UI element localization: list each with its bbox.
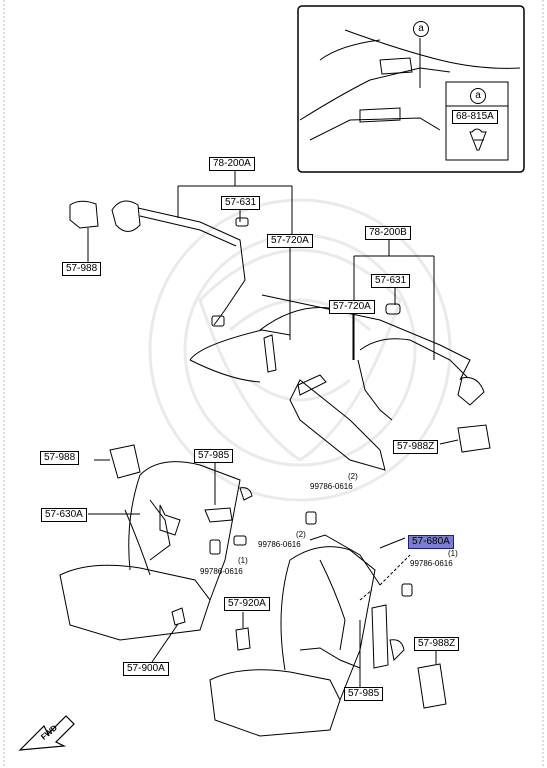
bolt-right bbox=[401, 583, 413, 597]
bracket-78-200A bbox=[177, 169, 293, 234]
bracket-78-200B bbox=[353, 238, 435, 360]
bolt-mid bbox=[305, 511, 317, 525]
part-label-57-720A-left[interactable]: 57-720A bbox=[267, 234, 313, 248]
anchor-57-900A bbox=[171, 607, 186, 626]
part-label-57-988-mid[interactable]: 57-988 bbox=[40, 451, 80, 465]
fwd-arrow-icon bbox=[18, 715, 75, 751]
bolt-left-2 bbox=[233, 535, 247, 546]
inset-callout-a: a bbox=[413, 21, 429, 37]
bolt-code-mid: 99786-0616 bbox=[258, 540, 301, 549]
part-label-57-680A[interactable]: 57-680A bbox=[408, 535, 454, 549]
bolt-left-1 bbox=[209, 539, 221, 555]
cover-57-988Z-top bbox=[457, 424, 491, 453]
part-label-57-988Z-top[interactable]: 57-988Z bbox=[393, 440, 439, 454]
part-label-57-630A[interactable]: 57-630A bbox=[41, 508, 87, 522]
clip-callout-a: a bbox=[470, 88, 486, 104]
front-seat-left bbox=[59, 461, 253, 641]
part-label-78-200A[interactable]: 78-200A bbox=[209, 157, 255, 171]
cover-57-988-mid bbox=[109, 444, 141, 479]
part-label-57-920A[interactable]: 57-920A bbox=[224, 597, 270, 611]
cover-57-988-top bbox=[69, 200, 99, 229]
bolt-qty-right: (1) bbox=[448, 549, 458, 558]
part-label-57-985-bottom[interactable]: 57-985 bbox=[344, 687, 384, 701]
part-label-57-988Z-bottom[interactable]: 57-988Z bbox=[414, 637, 460, 651]
part-label-57-900A[interactable]: 57-900A bbox=[123, 662, 169, 676]
part-label-57-720A-right[interactable]: 57-720A bbox=[329, 300, 375, 314]
part-label-57-631-right[interactable]: 57-631 bbox=[371, 274, 411, 288]
rear-belt-left bbox=[111, 200, 277, 373]
part-label-57-631-left[interactable]: 57-631 bbox=[221, 196, 261, 210]
front-seat-right bbox=[209, 534, 405, 737]
bolt-qty-top: (2) bbox=[348, 472, 358, 481]
part-label-78-200B[interactable]: 78-200B bbox=[365, 226, 411, 240]
inset-box bbox=[297, 5, 525, 173]
bolt-qty-left: (1) bbox=[238, 556, 248, 565]
rear-belt-right bbox=[297, 303, 485, 421]
bolt-code-top: 99786-0616 bbox=[310, 482, 353, 491]
part-label-57-985-left[interactable]: 57-985 bbox=[194, 449, 234, 463]
part-label-57-988-top[interactable]: 57-988 bbox=[62, 262, 102, 276]
bolt-code-left: 99786-0616 bbox=[200, 567, 243, 576]
cover-57-988Z-bottom bbox=[417, 663, 447, 709]
bolt-qty-mid: (2) bbox=[296, 530, 306, 539]
part-label-68-815A[interactable]: 68-815A bbox=[452, 110, 498, 124]
bolt-code-right: 99786-0616 bbox=[410, 559, 453, 568]
anchor-57-920A bbox=[235, 627, 251, 651]
